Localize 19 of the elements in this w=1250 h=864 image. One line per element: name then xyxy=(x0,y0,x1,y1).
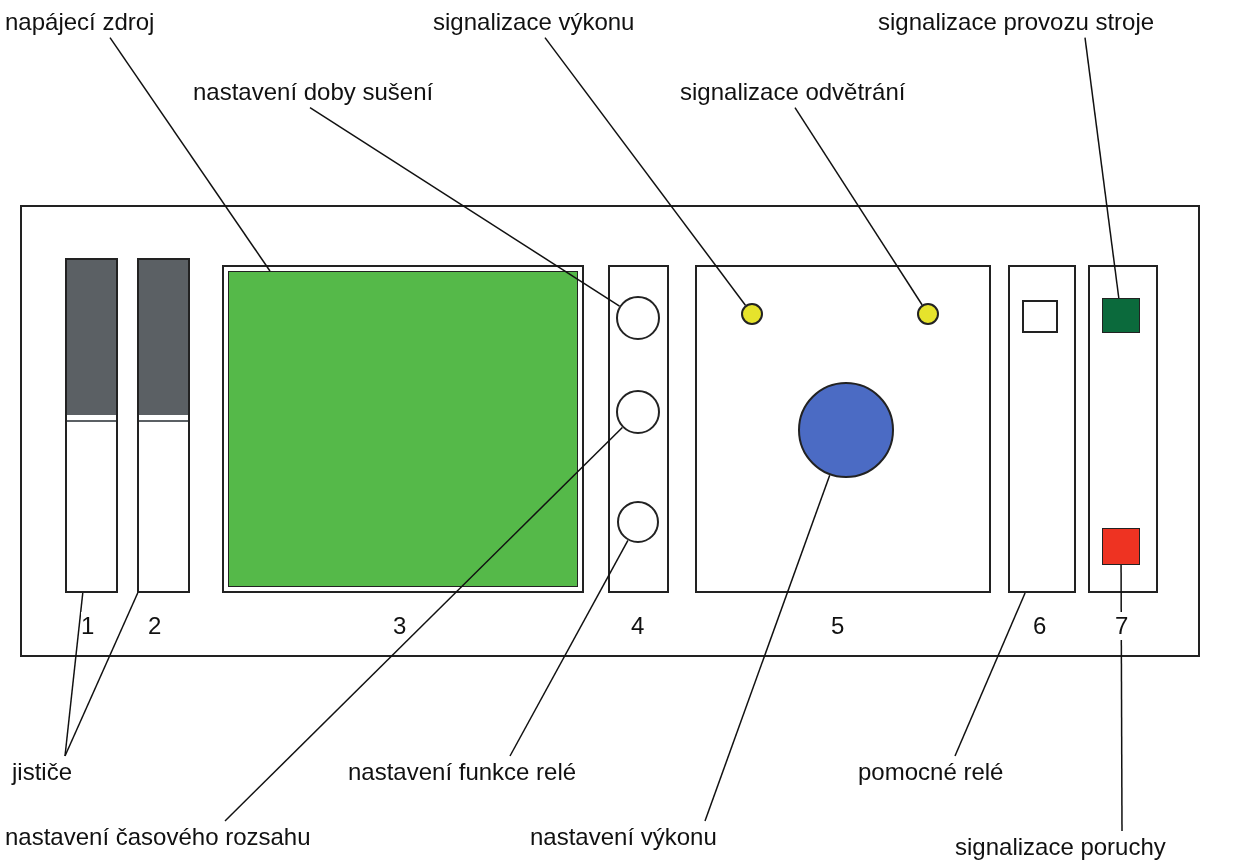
leader-line xyxy=(1120,564,1123,832)
relay-module xyxy=(1008,265,1076,593)
leader-line xyxy=(704,474,831,822)
leader-line xyxy=(544,36,747,306)
leader-line xyxy=(109,36,271,272)
leader-line xyxy=(309,106,621,307)
leader-line xyxy=(64,592,139,757)
leader-line xyxy=(509,539,629,757)
circuit-breaker xyxy=(137,258,190,593)
module-number: 7 xyxy=(1115,612,1129,640)
leader-line xyxy=(954,592,1026,757)
circuit-breaker xyxy=(65,258,118,593)
indicator-square xyxy=(1102,298,1140,333)
leader-line xyxy=(794,106,923,306)
display-screen xyxy=(228,271,578,587)
leader-line xyxy=(1084,36,1120,299)
indicator-square xyxy=(1102,528,1140,565)
leader-line xyxy=(64,592,84,757)
leader-line xyxy=(224,426,624,822)
